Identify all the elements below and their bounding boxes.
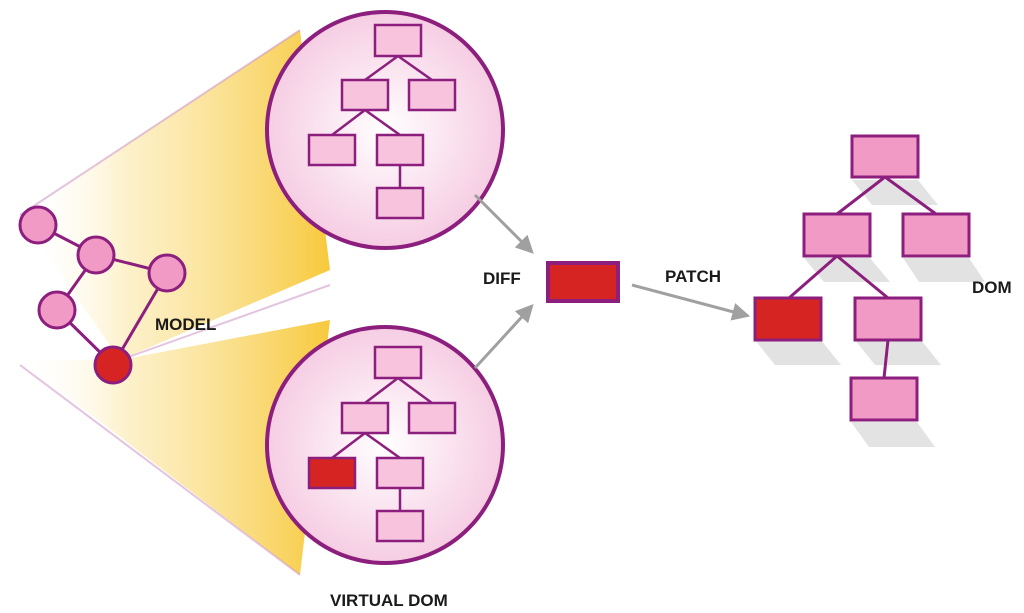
dom-node: [850, 134, 920, 179]
patch-label: PATCH: [665, 267, 721, 286]
arrow-bottom-to-diff: [473, 304, 534, 370]
virtual-dom-tree-before: [265, 10, 505, 250]
dom-node: [802, 212, 872, 258]
zoom-cones: [19, 29, 331, 576]
diff-label: DIFF: [483, 269, 521, 288]
virtual-dom-label: VIRTUAL DOM: [330, 591, 448, 610]
vnode: [407, 401, 457, 435]
real-dom-tree: [753, 134, 985, 447]
zoom-cone-bottom: [20, 320, 330, 575]
patch-arrow: [631, 283, 751, 321]
zoom-circle-top: [265, 10, 505, 250]
vnode: [340, 401, 390, 435]
vnode: [375, 509, 425, 543]
vnode: [375, 133, 425, 167]
dom-label: DOM: [972, 278, 1012, 297]
arrow-top-to-diff: [473, 193, 534, 254]
model-label: MODEL: [155, 315, 216, 334]
model-node-changed: [93, 345, 133, 385]
dom-node-patched: [753, 296, 823, 342]
dom-node: [901, 212, 971, 258]
virtual-dom-tree-after: [265, 325, 505, 565]
vnode-changed: [307, 456, 357, 490]
vnode: [307, 133, 357, 167]
dom-node: [849, 376, 919, 422]
vnode: [373, 345, 423, 380]
diff-result-node: [546, 261, 620, 303]
diff-arrows: [473, 193, 534, 370]
model-node: [37, 290, 77, 330]
vnode: [407, 78, 457, 112]
zoom-circle-bottom: [265, 325, 505, 565]
model-node: [147, 253, 187, 293]
zoom-cone-top: [20, 30, 330, 360]
vnode: [375, 456, 425, 490]
vnode: [373, 23, 423, 58]
vnode: [375, 186, 425, 220]
dom-node: [853, 296, 923, 342]
vnode: [340, 78, 390, 112]
model-graph: [18, 205, 187, 385]
model-node: [76, 235, 116, 275]
model-node: [18, 205, 58, 245]
